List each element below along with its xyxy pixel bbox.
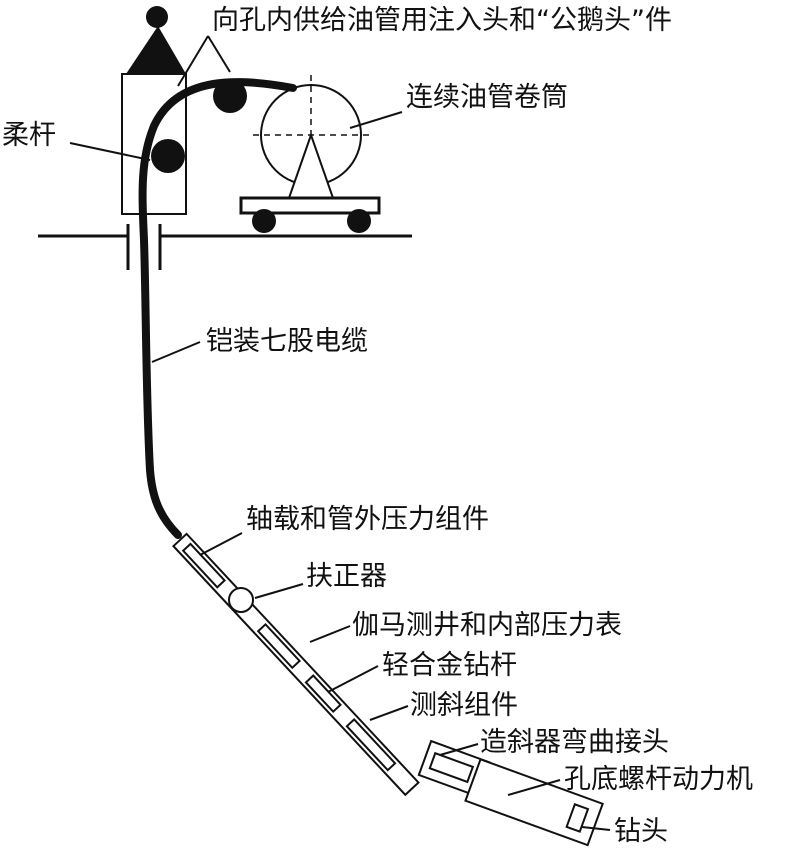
reel-cart [239, 196, 381, 215]
label-bit: 钻头 [614, 816, 668, 847]
label-centralizer: 扶正器 [306, 561, 387, 592]
section-alloy [304, 674, 342, 714]
label-bent-sub: 造斜器弯曲接头 [480, 727, 669, 758]
leader-lines [69, 35, 611, 831]
leader-injector [177, 35, 209, 87]
leader-injector-2 [207, 35, 231, 73]
label-alloy-pipe: 轻合金钻杆 [382, 650, 517, 681]
leader-bit [581, 826, 611, 831]
injector-top-ball [146, 6, 168, 28]
label-survey: 测斜组件 [410, 690, 518, 721]
motor [464, 758, 604, 847]
label-axial-load: 轴载和管外压力组件 [246, 504, 489, 535]
label-gamma: 伽马测井和内部压力表 [352, 610, 622, 641]
centralizer-ring [228, 587, 254, 613]
label-reel: 连续油管卷筒 [406, 82, 568, 113]
leader-rod [69, 142, 151, 161]
leader-alloy [327, 665, 379, 693]
injector-head [121, 6, 187, 215]
motor-bit [565, 803, 590, 833]
leader-centralizer [254, 583, 304, 599]
label-injector: 向孔内供给油管用注入头和“公鹅头”件 [212, 5, 672, 36]
injector-triangle [126, 26, 186, 74]
tubing-reel [239, 75, 381, 233]
leader-reel [349, 111, 403, 129]
leader-gamma [309, 625, 351, 643]
leader-cable [151, 341, 201, 363]
downhole-assembly [172, 532, 604, 847]
label-motor: 孔底螺杆动力机 [564, 764, 753, 795]
label-cable: 铠装七股电缆 [206, 326, 368, 357]
leader-survey [369, 705, 409, 721]
guide-roller [151, 139, 185, 173]
leader-motor [507, 779, 561, 796]
bent-sub-inner [428, 751, 475, 784]
cart-wheel-right [347, 209, 371, 233]
leader-bent-sub [439, 743, 479, 756]
leader-axial [199, 532, 243, 556]
section-pressure [181, 542, 226, 589]
cart-wheel-left [252, 209, 276, 233]
section-survey [345, 718, 397, 772]
section-gamma [256, 622, 302, 670]
gooseneck-roller [213, 79, 247, 113]
label-rod: 柔杆 [2, 120, 56, 151]
coiled-tubing-cable [138, 78, 297, 539]
